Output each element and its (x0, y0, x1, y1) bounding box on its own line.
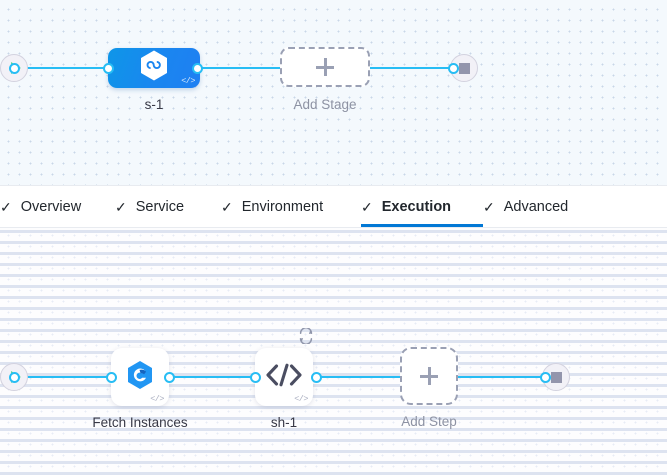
stage-node-s-1-wrap: </> s-1 (108, 48, 200, 112)
step-node-fetch-instances-wrap: </> Fetch Instances (92, 348, 188, 430)
tab-overview-label: Overview (20, 198, 82, 215)
tab-underline-active (361, 224, 483, 227)
step-node-fetch-out-port[interactable] (164, 371, 175, 383)
add-stage-wrap: Add Stage (280, 47, 370, 112)
stage-node-s-1-out-port[interactable] (192, 62, 203, 74)
edge-fetch-to-sh1 (174, 376, 260, 378)
stage-node-label: s-1 (144, 97, 164, 112)
plus-icon (420, 367, 438, 385)
stage-node-s-1-in-port[interactable] (103, 62, 114, 74)
hexagon-infinity-icon (139, 50, 169, 87)
stop-icon (550, 371, 562, 383)
add-step-button[interactable] (400, 347, 458, 405)
add-stage-label: Add Stage (293, 97, 357, 112)
tab-execution-label: Execution (381, 198, 452, 215)
add-stage-button[interactable] (280, 47, 370, 87)
tab-overview[interactable]: ✓ Overview (0, 186, 115, 227)
plus-icon (316, 58, 334, 76)
loop-repeat-icon (297, 327, 315, 345)
shell-script-icon (264, 362, 304, 393)
harness-spiral-icon (126, 360, 154, 395)
add-step-wrap: Add Step (400, 347, 458, 429)
stage-start-port[interactable] (9, 62, 20, 74)
step-start-port[interactable] (9, 371, 20, 383)
stage-end-port[interactable] (448, 62, 459, 74)
step-node-sh-1-wrap: </> sh-1 (255, 327, 313, 430)
edge-s1-to-add-stage (196, 67, 282, 69)
tab-advanced-label: Advanced (503, 198, 569, 215)
step-node-sh-1-out-port[interactable] (311, 371, 322, 383)
pipeline-stage-canvas[interactable]: </> s-1 Add Stage (0, 0, 667, 185)
check-icon: ✓ (0, 198, 12, 215)
step-node-label: Fetch Instances (92, 415, 188, 430)
edge-add-stage-to-end (368, 67, 454, 69)
step-node-fetch-in-port[interactable] (106, 371, 117, 383)
stop-icon (458, 62, 470, 74)
stage-config-tabs: ✓ Overview ✓ Service ✓ Environment ✓ Exe… (0, 185, 667, 228)
tab-environment[interactable]: ✓ Environment (221, 186, 361, 227)
add-step-label: Add Step (401, 414, 457, 429)
tab-execution[interactable]: ✓ Execution (361, 186, 483, 227)
step-node-sh-1-in-port[interactable] (250, 371, 261, 383)
stage-node-s-1[interactable]: </> (108, 48, 200, 88)
check-icon: ✓ (483, 198, 495, 215)
edge-add-step-to-end (458, 376, 544, 378)
execution-step-canvas[interactable]: </> Fetch Instances </> (0, 228, 667, 475)
step-node-sh-1[interactable]: </> (255, 327, 313, 406)
step-end-port[interactable] (540, 371, 551, 383)
edge-start-to-s1 (20, 67, 120, 69)
edge-start-to-fetch (20, 376, 118, 378)
tab-advanced[interactable]: ✓ Advanced (483, 186, 603, 227)
code-icon: </> (181, 76, 195, 86)
step-node-label: sh-1 (270, 415, 298, 430)
code-icon: </> (150, 394, 164, 404)
step-node-fetch-instances[interactable]: </> (111, 348, 169, 406)
edge-sh1-to-add-step (316, 376, 400, 378)
code-icon: </> (294, 394, 308, 404)
check-icon: ✓ (115, 198, 127, 215)
tab-service[interactable]: ✓ Service (115, 186, 221, 227)
check-icon: ✓ (221, 198, 233, 215)
tab-environment-label: Environment (241, 198, 324, 215)
check-icon: ✓ (361, 198, 373, 215)
tab-service-label: Service (135, 198, 185, 215)
